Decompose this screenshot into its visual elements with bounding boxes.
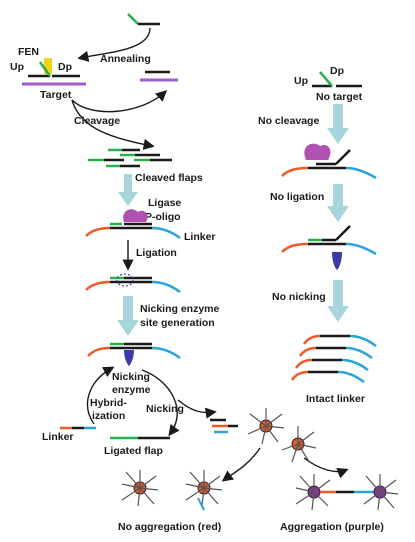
intact-linker-label: Intact linker xyxy=(306,393,365,405)
up-right-label: Up xyxy=(294,75,308,87)
target-label: Target xyxy=(40,89,72,101)
p-oligo-label: P-oligo xyxy=(145,211,181,223)
cycle-arrow-left xyxy=(86,366,115,425)
fen-label: FEN xyxy=(18,46,39,58)
ligation-complex xyxy=(85,222,181,240)
flow-arrow-right-1 xyxy=(327,104,349,144)
nanoparticle-red-right xyxy=(185,470,223,511)
flow-arrow-1 xyxy=(118,174,138,206)
cleaved-flaps xyxy=(88,148,172,168)
ligated-strand xyxy=(85,273,181,294)
nicking-to-products-arrow xyxy=(177,399,217,419)
cleaved-flaps-label: Cleaved flaps xyxy=(135,172,203,184)
nanoparticle-red-left xyxy=(121,470,159,507)
nicking-enzyme-label-1: Nicking xyxy=(112,371,150,383)
ligation-label: Ligation xyxy=(136,247,177,259)
nicking-site-circle xyxy=(116,273,134,287)
cleavage-label: Cleavage xyxy=(74,115,120,127)
strand-no-cleavage xyxy=(281,149,377,180)
fen-enzyme xyxy=(44,58,52,74)
linker-label: Linker xyxy=(184,231,216,243)
probe-no-target xyxy=(312,71,362,88)
flow-arrow-2 xyxy=(117,296,139,336)
nicking-enzyme-label-2: enzyme xyxy=(112,384,151,396)
annealing-label: Annealing xyxy=(100,53,151,65)
nicking-label: Nicking xyxy=(146,403,184,415)
cleavage-arrow-up xyxy=(71,90,168,113)
nicking-strand xyxy=(87,342,181,366)
nicking-enzyme-right xyxy=(332,252,342,270)
arrow-to-no-aggregation xyxy=(221,447,261,482)
hybridization-label-2: ization xyxy=(92,410,125,422)
strand-no-ligation xyxy=(281,225,377,270)
dp-right-label: Dp xyxy=(330,65,344,77)
flow-arrow-right-2 xyxy=(327,184,349,222)
no-nicking-label: No nicking xyxy=(272,291,326,303)
nicking-enzyme-shape xyxy=(124,350,134,366)
nanoparticle-center-1 xyxy=(247,408,285,445)
nicking-site-label-1: Nicking enzyme xyxy=(140,303,220,315)
up-label: Up xyxy=(10,61,24,73)
nanoparticle-center-2 xyxy=(281,426,317,463)
ligated-flap-label: Ligated flap xyxy=(104,445,163,457)
probe-top xyxy=(127,13,160,26)
no-aggregation-label: No aggregation (red) xyxy=(118,521,221,533)
no-ligation-label: No ligation xyxy=(270,191,324,203)
ligase-enzyme-right xyxy=(304,143,331,160)
cycle-arrow-right xyxy=(141,369,180,437)
linker-left-label: Linker xyxy=(42,431,74,443)
nanoparticle-purple-right xyxy=(363,474,399,511)
annealing-arrow xyxy=(77,27,151,62)
target-duplex-right xyxy=(140,70,178,82)
released-fragments xyxy=(210,418,238,434)
cleavage-arrow-down xyxy=(71,99,155,150)
flow-arrow-right-3 xyxy=(327,280,349,322)
dp-label: Dp xyxy=(58,61,72,73)
ligase-enzyme xyxy=(123,209,148,222)
nicking-site-label-2: site generation xyxy=(140,317,215,329)
fen-complex xyxy=(22,58,86,86)
no-target-label: No target xyxy=(316,91,363,103)
ligase-label: Ligase xyxy=(148,197,181,209)
aggregation-label: Aggregation (purple) xyxy=(280,521,384,533)
hybridization-label-1: Hybrid- xyxy=(90,397,127,409)
arrow-to-aggregation xyxy=(303,457,349,479)
no-cleavage-label: No cleavage xyxy=(258,115,319,127)
intact-linkers xyxy=(290,334,377,384)
